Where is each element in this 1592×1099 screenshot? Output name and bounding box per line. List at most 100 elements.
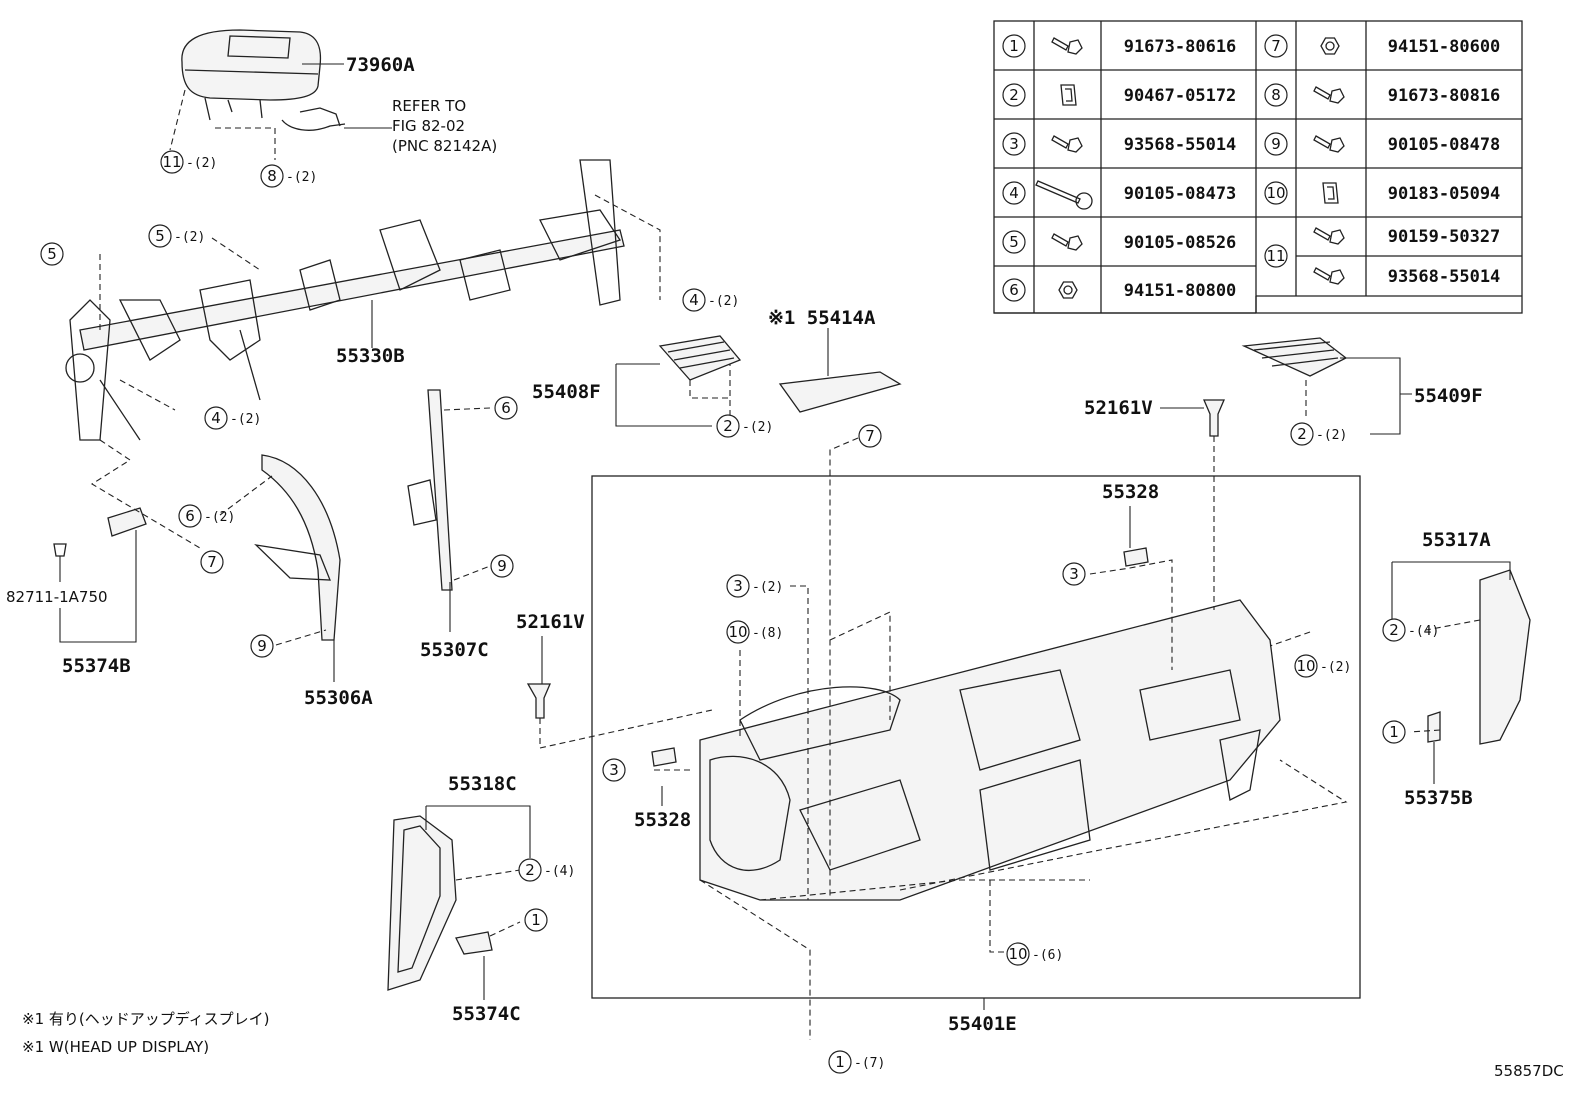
label-55330B: 55330B bbox=[336, 345, 405, 367]
callout-circle bbox=[524, 908, 548, 932]
callout-quantity: -(4) bbox=[544, 864, 575, 879]
callout-circle bbox=[1062, 562, 1086, 586]
callout-number: 3 bbox=[1069, 565, 1079, 583]
label-55414A: ※1 55414A bbox=[768, 307, 876, 329]
callout-number: 2 bbox=[723, 417, 733, 435]
ref-circle bbox=[1002, 83, 1026, 107]
callout-circle bbox=[490, 554, 514, 578]
flange-bolt-icon bbox=[1051, 37, 1083, 55]
callout-quantity: -(2) bbox=[708, 294, 739, 309]
callout-circle bbox=[1294, 654, 1318, 678]
clip-52161V-b bbox=[526, 683, 551, 719]
callout: 3 bbox=[1062, 562, 1086, 586]
callout-number: 10 bbox=[1008, 945, 1027, 963]
callout-number: 2 bbox=[525, 861, 535, 879]
label-55328-a: 55328 bbox=[1102, 481, 1159, 503]
ref-number: 9 bbox=[1271, 135, 1281, 153]
refer-line-3: (PNC 82142A) bbox=[392, 137, 497, 155]
label-55408F: 55408F bbox=[532, 381, 601, 403]
parts-table bbox=[993, 20, 1523, 314]
ref-number: 3 bbox=[1009, 135, 1019, 153]
callout-circle bbox=[682, 288, 706, 312]
callout-circle bbox=[250, 634, 274, 658]
callout-number: 4 bbox=[211, 409, 221, 427]
label-52161V-a: 52161V bbox=[1084, 397, 1153, 419]
callout-circle bbox=[828, 1050, 852, 1074]
callout-number: 7 bbox=[207, 553, 217, 571]
part-number: 93568-55014 bbox=[1124, 135, 1237, 155]
callout-number: 5 bbox=[47, 245, 57, 263]
callout-circle bbox=[602, 758, 626, 782]
callout: 2 -(4) bbox=[518, 858, 575, 882]
label-55374B: 55374B bbox=[62, 655, 131, 677]
callout: 6 bbox=[494, 396, 518, 420]
callout-number: 9 bbox=[257, 637, 267, 655]
bracket-55374B bbox=[53, 507, 147, 557]
callout-quantity: -(2) bbox=[752, 580, 783, 595]
label-55375B: 55375B bbox=[1404, 787, 1473, 809]
callout: 11-(2) bbox=[160, 150, 217, 174]
callout-number: 1 bbox=[531, 911, 541, 929]
callout-circle bbox=[494, 396, 518, 420]
callout-circle bbox=[726, 620, 750, 644]
callout-number: 6 bbox=[501, 399, 511, 417]
callout: 10 -(2) bbox=[1294, 654, 1351, 678]
table-row: 93568-55014 bbox=[1313, 267, 1500, 287]
solid-leaders bbox=[59, 63, 1511, 1010]
callout-number: 10 bbox=[1296, 657, 1315, 675]
callout-quantity: -(2) bbox=[286, 170, 317, 185]
part-number: 90105-08478 bbox=[1388, 135, 1501, 155]
brace-55306A bbox=[254, 454, 341, 641]
label-73960A: 73960A bbox=[346, 54, 415, 76]
callout-number: 9 bbox=[497, 557, 507, 575]
clip-icon bbox=[1060, 84, 1077, 106]
callout: 6-(2) bbox=[178, 504, 235, 528]
callout: 1 bbox=[524, 908, 548, 932]
callout-circle bbox=[178, 504, 202, 528]
callout: 5-(2) bbox=[148, 224, 205, 248]
screw-icon bbox=[1313, 267, 1345, 285]
part-number: 91673-80616 bbox=[1124, 37, 1237, 57]
callout-circle bbox=[204, 406, 228, 430]
part-number: 91673-80816 bbox=[1388, 86, 1501, 106]
callout-number: 6 bbox=[185, 507, 195, 525]
nut-icon bbox=[1320, 37, 1340, 55]
flange-bolt-icon bbox=[1313, 135, 1345, 153]
callout-number: 4 bbox=[689, 291, 699, 309]
callout-number: 1 bbox=[835, 1053, 845, 1071]
callout-quantity: -(2) bbox=[1320, 660, 1351, 675]
label-55401E: 55401E bbox=[948, 1013, 1017, 1035]
callout: 2-(2) bbox=[1290, 422, 1347, 446]
label-52161V-b: 52161V bbox=[516, 611, 585, 633]
part-number: 90105-08473 bbox=[1124, 184, 1237, 204]
callout: 7 bbox=[200, 550, 224, 574]
callout: 5 bbox=[40, 242, 64, 266]
ref-circle bbox=[1002, 230, 1026, 254]
callout: 4-(2) bbox=[204, 406, 261, 430]
callout-circle bbox=[518, 858, 542, 882]
label-55374C: 55374C bbox=[452, 1003, 521, 1025]
ref-number: 11 bbox=[1266, 247, 1285, 265]
part-number: 90159-50327 bbox=[1388, 227, 1501, 247]
flange-bolt-icon bbox=[1051, 233, 1083, 251]
hud-panel-55414A bbox=[778, 371, 902, 413]
label-55306A: 55306A bbox=[304, 687, 373, 709]
ref-circle bbox=[1002, 132, 1026, 156]
instrument-panel-55401E bbox=[651, 547, 1281, 901]
clip-52161V-a bbox=[1203, 399, 1225, 437]
callout: 3-(2) bbox=[726, 574, 783, 598]
table-row: 11 90159-50327 bbox=[1264, 227, 1501, 268]
callout: 8-(2) bbox=[260, 164, 317, 188]
callout-number: 2 bbox=[1297, 425, 1307, 443]
ref-number: 2 bbox=[1009, 86, 1019, 104]
callout: 2-(4) bbox=[1382, 618, 1439, 642]
table-row: 8 91673-80816 bbox=[1264, 83, 1501, 107]
panel-55409F bbox=[1241, 337, 1348, 377]
ref-number: 8 bbox=[1271, 86, 1281, 104]
notes: ※1 有り(ヘッドアップディスプレイ) ※1 W(HEAD UP DISPLAY… bbox=[22, 1010, 270, 1056]
